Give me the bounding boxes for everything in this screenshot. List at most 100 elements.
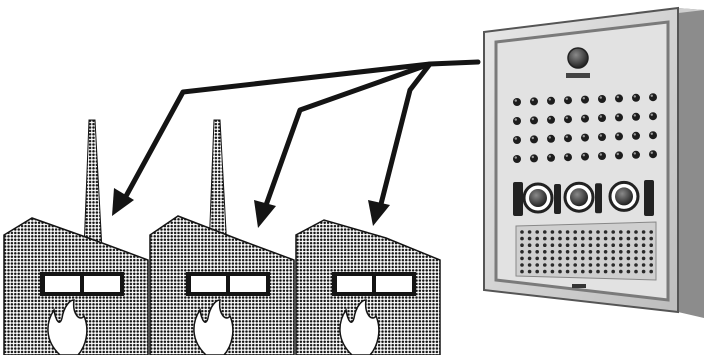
lamp-highlight [616,133,619,137]
grille-hole [619,236,623,241]
grille-hole [649,269,653,274]
lamp-icon [649,150,657,159]
grille-hole [611,256,615,261]
lamp-highlight [599,115,602,118]
grille-hole [626,269,631,274]
grille-hole [588,269,593,274]
grille-hole [641,269,646,274]
grille-hole [535,236,539,241]
lamp-icon [632,112,640,121]
dial-separator [554,184,561,214]
lamp-icon [547,153,555,162]
grille-hole [527,236,532,241]
lamp-highlight [514,137,517,140]
lamp-highlight [650,151,653,154]
lamp-icon [615,113,623,122]
grille-hole [641,236,646,241]
lamp-icon [530,116,538,125]
lamp-icon [632,150,640,159]
lamp-icon [598,133,606,141]
grille-hole [550,236,555,241]
grille-hole [588,250,593,254]
lamp-icon [632,131,640,140]
arrow-line-right [377,62,432,209]
window-left [45,276,80,292]
grille-hole [641,230,646,234]
grille-hole [603,269,608,274]
grille-hole [649,263,653,267]
lamp-icon [547,96,555,105]
lamp-icon [513,136,521,144]
grille-hole [641,263,646,267]
grille-hole [626,230,631,234]
lamp-highlight [531,136,534,140]
lamp-highlight [616,114,619,118]
lamp-icon [530,154,538,163]
arrowhead-right [368,200,390,226]
lamp-icon [649,131,657,140]
switch-right [644,180,654,216]
grille-hole [603,236,608,241]
grille-hole [535,243,539,247]
grille-hole [535,256,539,261]
lamp-highlight [582,97,585,100]
lamp-icon [598,152,606,160]
grille-hole [634,263,638,267]
lamp-icon [547,134,555,143]
lamp-highlight [531,117,534,121]
grille-hole [626,243,631,247]
grille-hole [565,263,570,267]
grille-hole [573,256,577,261]
grille-hole [596,263,600,267]
grille-hole [543,236,547,241]
grille-hole [581,256,585,261]
lamp-icon [649,112,657,121]
grille-hole [611,230,615,234]
lamp-highlight [650,132,653,135]
window-right [230,276,266,292]
window-left [191,276,226,292]
lamp-highlight [548,136,551,139]
grille-hole [543,263,547,267]
dial-knob [529,189,547,207]
lamp-icon [564,115,572,124]
lamp-highlight [514,99,517,102]
lamp-highlight [582,154,585,157]
grille-hole [649,236,653,241]
grille-hole [626,263,631,267]
grille-hole [565,269,570,274]
grille-hole [588,256,593,261]
cabinet-side [678,8,704,318]
grille-hole [550,269,555,274]
grille-hole [626,236,631,241]
grille-hole [527,230,532,234]
lamp-icon [598,114,606,122]
grille-hole [573,243,577,247]
lamp-icon [564,96,572,105]
grille-hole [581,269,585,274]
grille-hole [634,243,638,247]
grille-hole [641,243,646,247]
lamp-highlight [633,95,636,98]
grille-hole [603,243,608,247]
chimney [83,119,103,251]
grille-hole [543,230,547,234]
grille-hole [634,256,638,261]
dial-knob [570,188,588,207]
lamp-highlight [565,154,568,157]
grille-hole [520,230,524,234]
lamp-highlight [616,95,619,99]
grille-hole [634,269,638,274]
flame-icon [47,299,88,355]
lamp-highlight [599,96,602,99]
grille-hole [535,263,539,267]
grille-hole [573,230,577,234]
grille-hole [581,236,585,241]
grille-hole [649,256,653,261]
grille-hole [588,263,593,267]
flame-icon [339,299,380,355]
lamp-highlight [582,135,585,138]
grille-hole [565,230,570,234]
grille-hole [619,230,623,234]
